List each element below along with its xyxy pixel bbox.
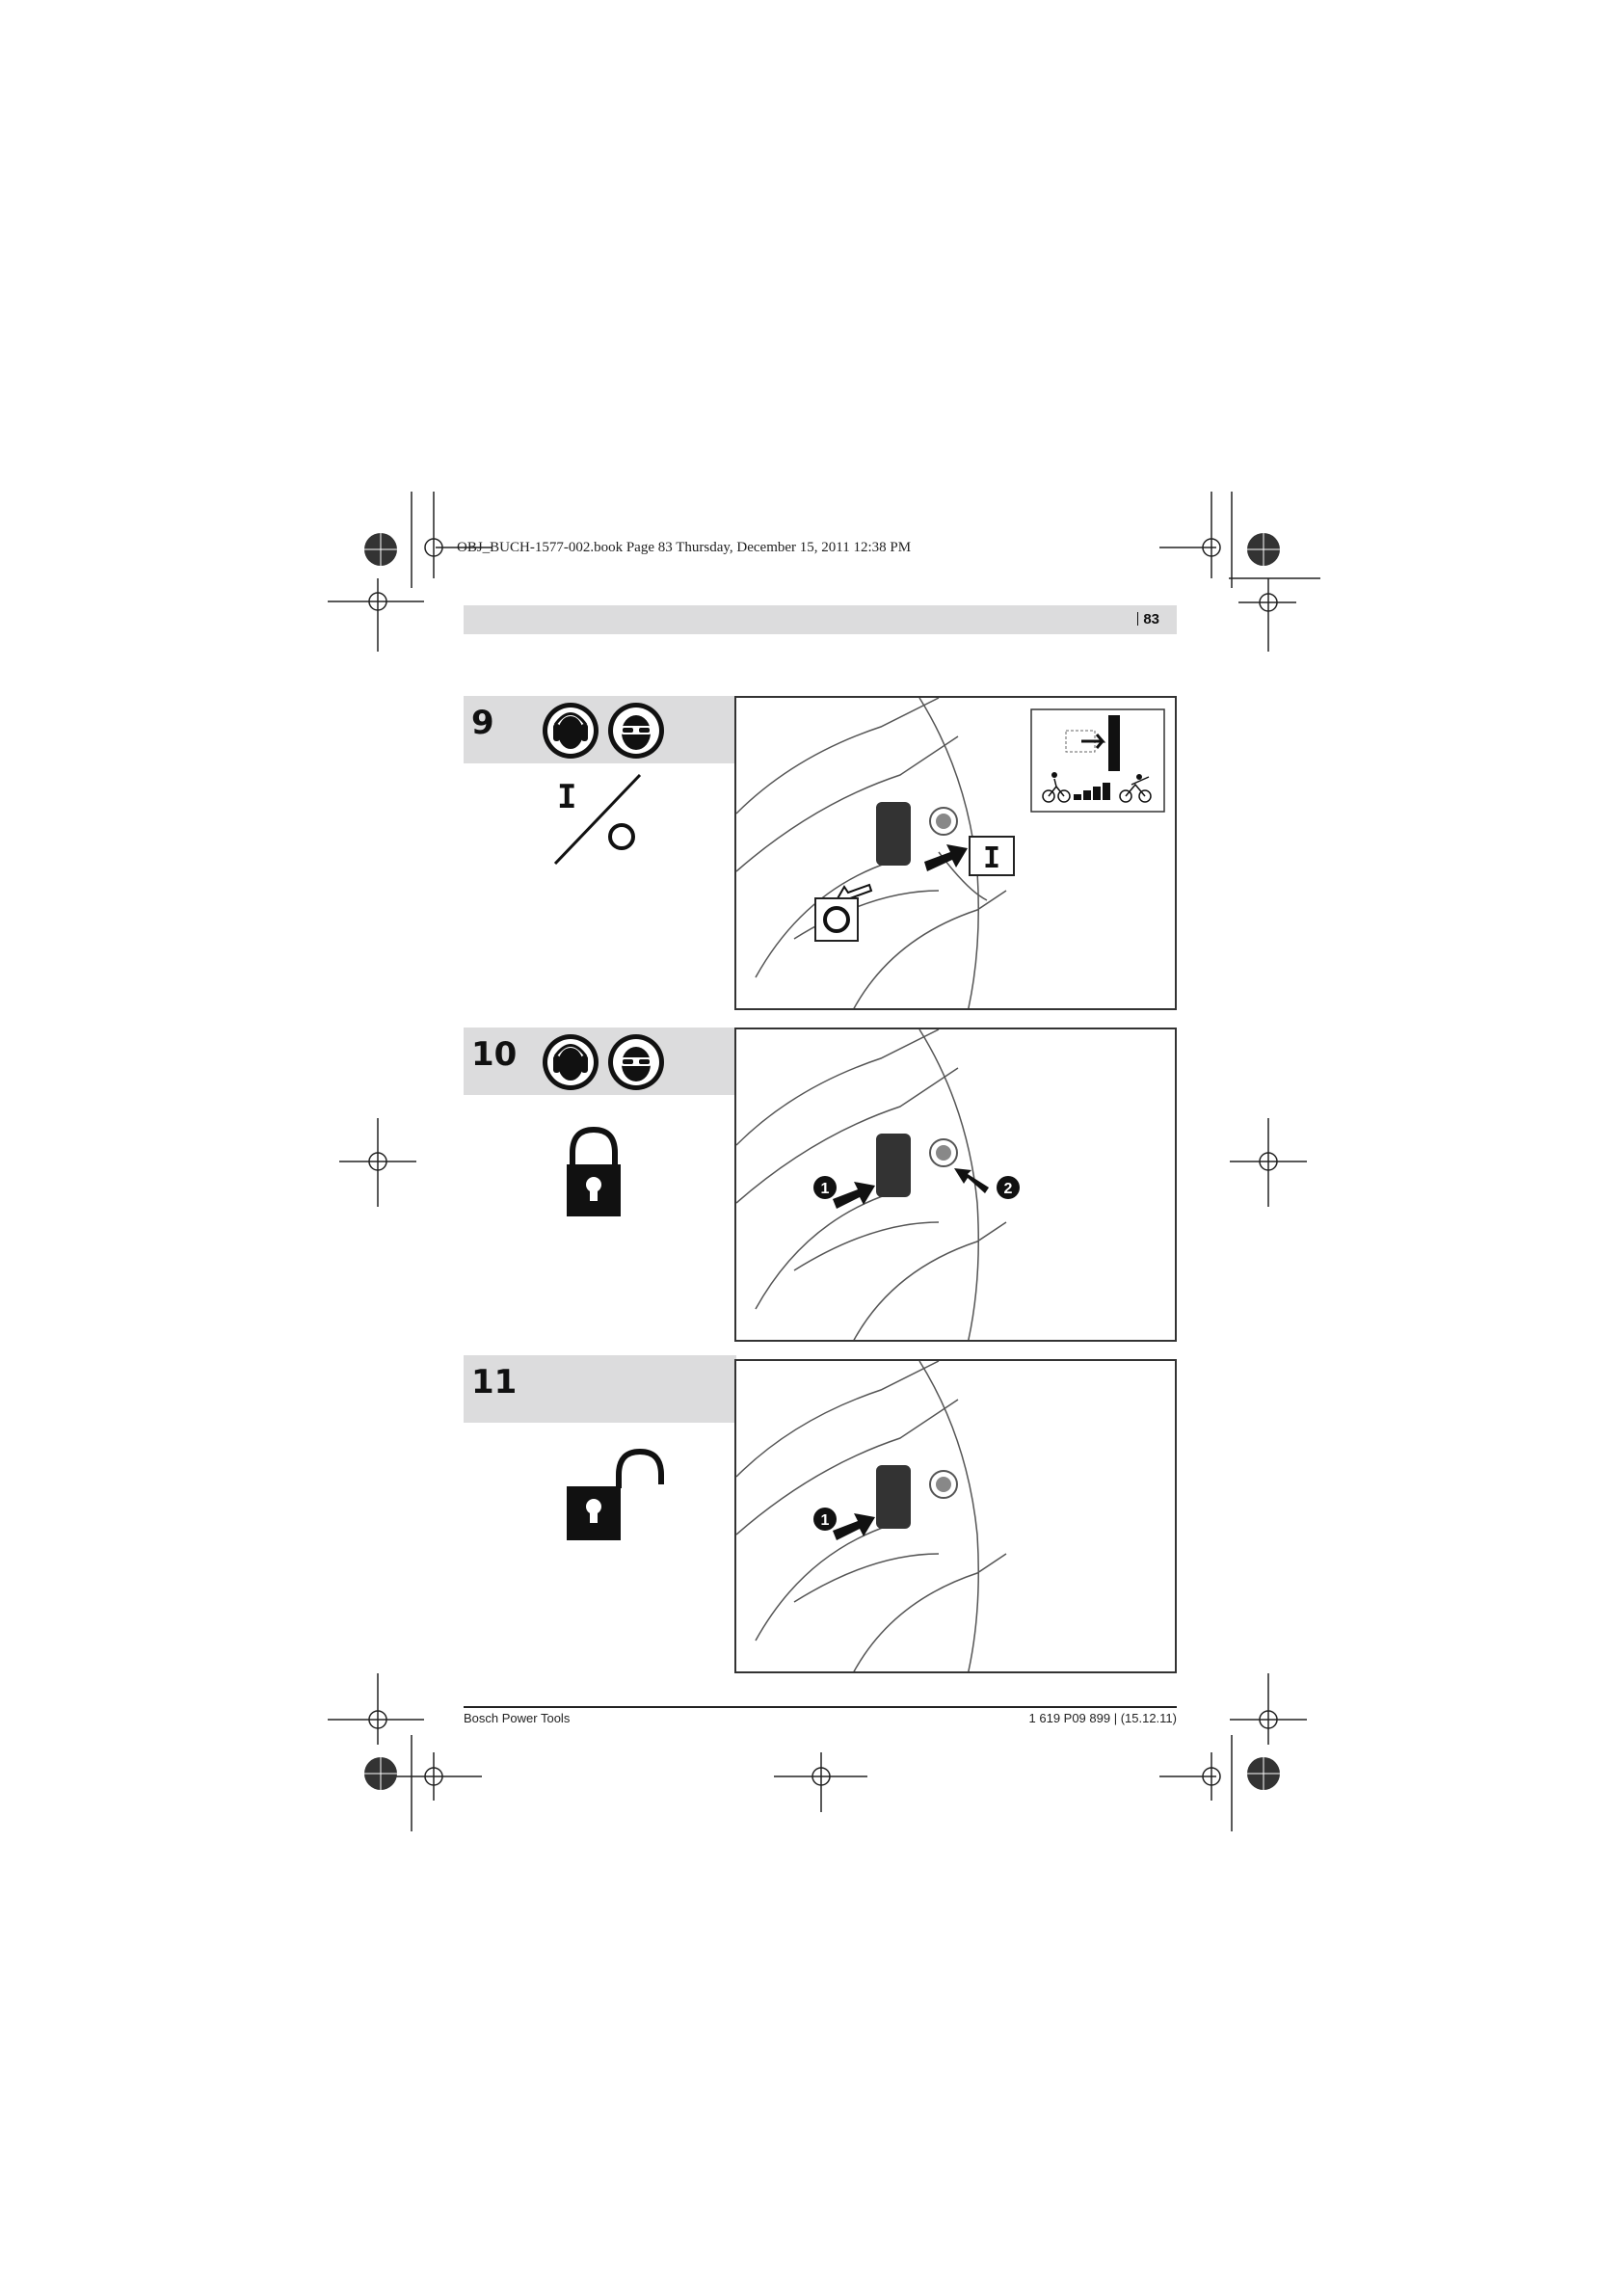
footer-rule [464, 1706, 1177, 1708]
step-number: 10 [471, 1035, 518, 1074]
callout-1: 1 [821, 1512, 830, 1529]
padlock-closed-icon [565, 1126, 623, 1218]
step-10-header: 10 [464, 1028, 736, 1095]
ear-protection-icon [543, 1034, 599, 1090]
ppe-icons [543, 1034, 664, 1090]
on-off-symbol: I [549, 771, 646, 868]
step-10-illustration: 1 2 [734, 1028, 1177, 1342]
eye-protection-icon [608, 703, 664, 759]
ear-protection-icon [543, 703, 599, 759]
switch-on-label: I [557, 778, 576, 816]
padlock-open-icon [565, 1446, 671, 1542]
step-11-illustration: 1 [734, 1359, 1177, 1673]
eye-protection-icon [608, 1034, 664, 1090]
step-9-illustration: I [734, 696, 1177, 1010]
print-slug: OBJ_BUCH-1577-002.book Page 83 Thursday,… [457, 540, 912, 555]
callout-2: 2 [1004, 1181, 1013, 1197]
footer-publisher: Bosch Power Tools [464, 1711, 571, 1725]
speed-control-icon [1030, 708, 1165, 813]
footer-doc-code: 1 619 P09 899 | (15.12.11) [1028, 1711, 1177, 1725]
step-number: 9 [471, 704, 494, 742]
step-11-header: 11 [464, 1355, 736, 1423]
step-9-header: 9 [464, 696, 736, 763]
page-number: 83 [1137, 611, 1159, 627]
step-number: 11 [471, 1363, 518, 1402]
on-label: I [983, 841, 1000, 875]
header-bar: 83 [464, 605, 1177, 634]
callout-1: 1 [821, 1181, 830, 1197]
ppe-icons [543, 703, 664, 759]
